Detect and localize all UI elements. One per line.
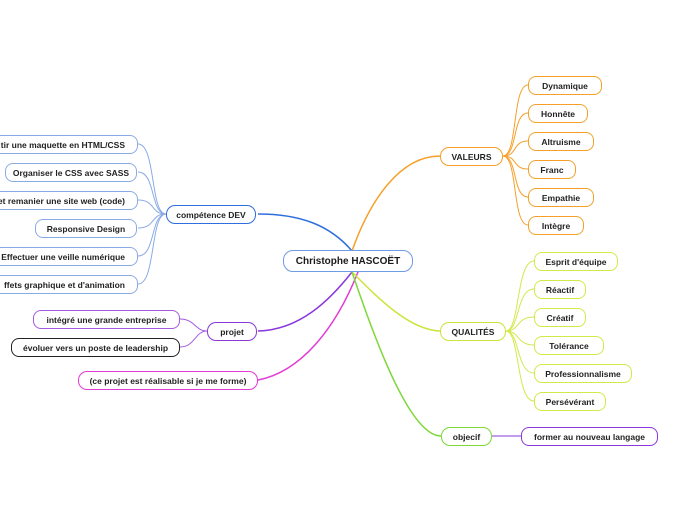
valeurs-item-honnete[interactable]: Honnête [528, 104, 588, 123]
objectif-item-former[interactable]: former au nouveau langage [521, 427, 658, 446]
competence-item-sass[interactable]: Organiser le CSS avec SASS [5, 163, 137, 182]
connector-central-projet [257, 271, 353, 332]
connector-valeurs-leaf [502, 112, 529, 157]
connector-competence-leaf [137, 213, 167, 257]
valeurs-item-dynamique[interactable]: Dynamique [528, 76, 602, 95]
connector-qualites-leaf [505, 330, 535, 402]
branch-qualites[interactable]: QUALITÉS [440, 322, 506, 341]
connector-qualites-leaf [505, 330, 535, 374]
connector-central-valeurs [351, 155, 441, 252]
qualites-item-professionnalisme[interactable]: Professionnalisme [534, 364, 632, 383]
qualites-item-perseverant[interactable]: Persévérant [534, 392, 606, 411]
qualites-item-creatif[interactable]: Créatif [534, 308, 586, 327]
connector-central-objectif [351, 271, 442, 437]
connector-valeurs-leaf [502, 84, 529, 157]
connector-competence-leaf [137, 199, 167, 215]
valeurs-item-franc[interactable]: Franc [528, 160, 576, 179]
connector-competence-leaf [137, 213, 167, 285]
connector-central-qualites [351, 271, 441, 332]
connector-competence-leaf [137, 143, 167, 215]
connector-qualites-leaf [505, 288, 535, 332]
branch-projet[interactable]: projet [207, 322, 257, 341]
projet-item-entreprise[interactable]: intégré une grande entreprise [33, 310, 180, 329]
competence-item-responsive[interactable]: Responsive Design [35, 219, 137, 238]
competence-item-effets[interactable]: ffets graphique et d'animation [0, 275, 138, 294]
connector-projet-leaf [179, 318, 208, 332]
connector-central-condition [257, 271, 359, 381]
valeurs-item-integre[interactable]: Intègre [528, 216, 584, 235]
competence-item-veille[interactable]: Effectuer une veille numérique [0, 247, 138, 266]
connector-competence-leaf [137, 171, 167, 215]
connector-valeurs-leaf [502, 140, 529, 157]
competence-item-remanier[interactable]: et remanier une site web (code) [0, 191, 138, 210]
central-topic[interactable]: Christophe HASCOËT [283, 250, 413, 272]
qualites-item-reactif[interactable]: Réactif [534, 280, 586, 299]
competence-item-maquette[interactable]: tir une maquette en HTML/CSS [0, 135, 138, 154]
branch-competence-dev[interactable]: compétence DEV [166, 205, 256, 224]
branch-objectif[interactable]: objecif [441, 427, 492, 446]
branch-condition[interactable]: (ce projet est réalisable si je me forme… [78, 371, 258, 390]
qualites-item-tolerance[interactable]: Tolérance [534, 336, 604, 355]
valeurs-item-altruisme[interactable]: Altruisme [528, 132, 594, 151]
branch-valeurs[interactable]: VALEURS [440, 147, 503, 166]
connector-valeurs-leaf [502, 155, 529, 226]
connector-projet-leaf [179, 330, 208, 348]
valeurs-item-empathie[interactable]: Empathie [528, 188, 594, 207]
projet-item-leadership[interactable]: évoluer vers un poste de leadership [11, 338, 180, 357]
qualites-item-esprit-equipe[interactable]: Esprit d'équipe [534, 252, 618, 271]
connector-central-competence [257, 213, 353, 252]
connector-qualites-leaf [505, 260, 535, 332]
connector-qualites-leaf [505, 316, 535, 332]
